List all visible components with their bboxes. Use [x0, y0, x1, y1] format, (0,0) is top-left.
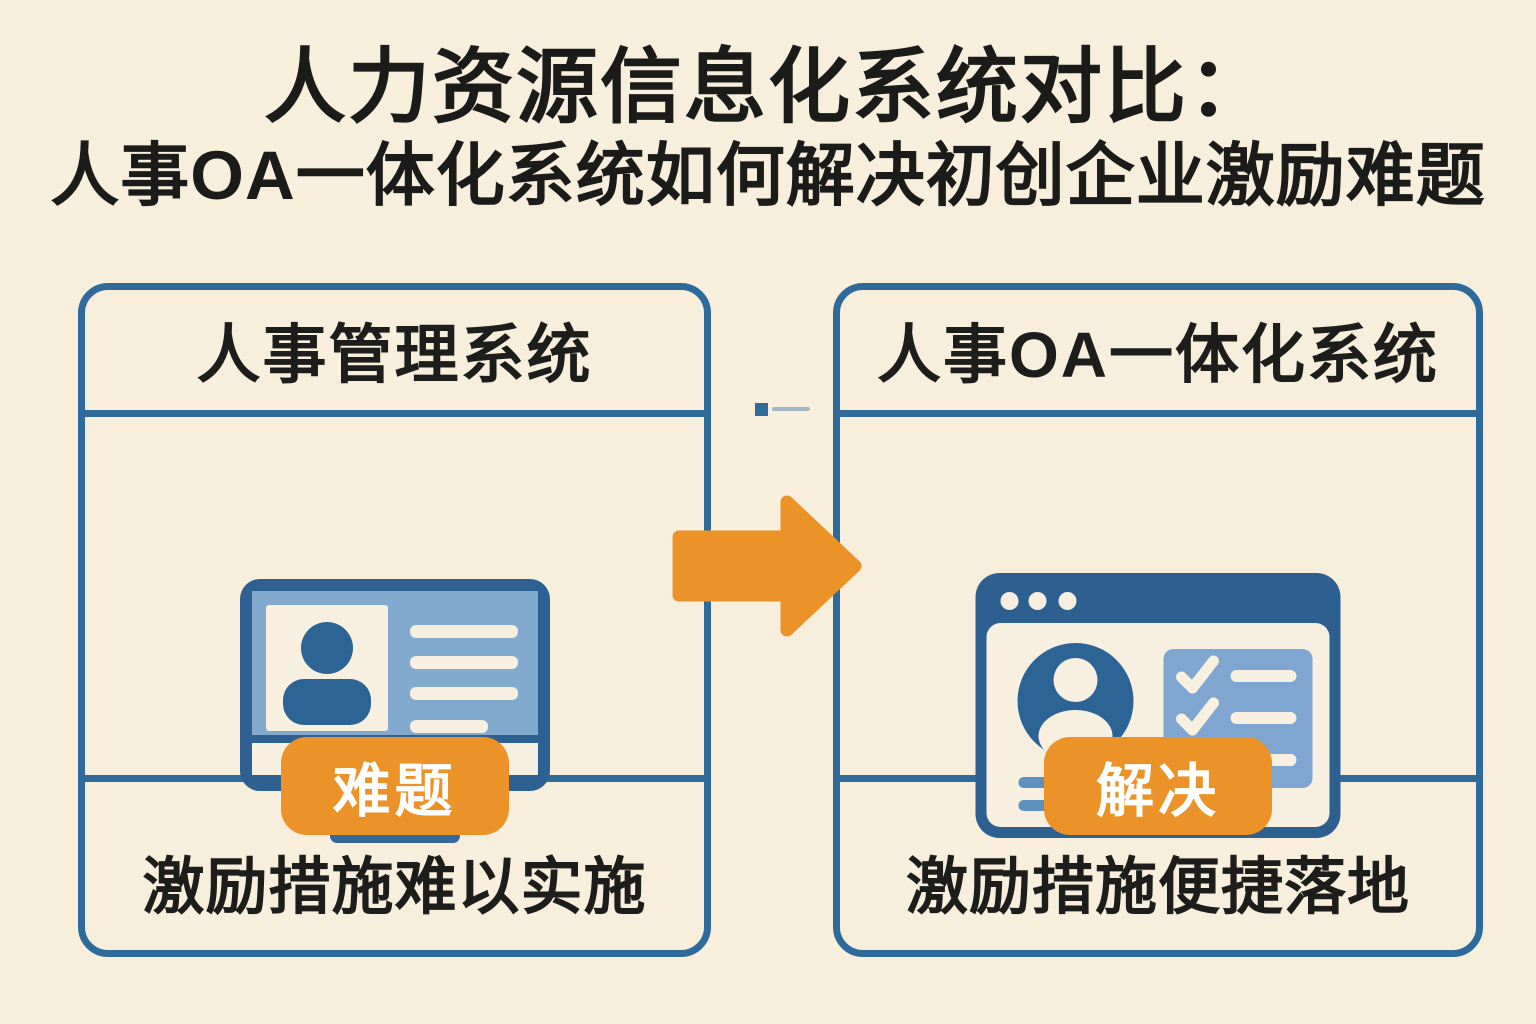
arrow-right-icon: [665, 490, 865, 642]
panel-hr-oa-system-header: 人事OA一体化系统: [840, 290, 1476, 417]
panel-hr-oa-system-title: 人事OA一体化系统: [877, 319, 1439, 391]
panel-hr-system-footer: 激励措施难以实施: [85, 782, 704, 950]
problem-badge-label: 难题: [332, 759, 457, 824]
panel-hr-system: 人事管理系统: [78, 283, 711, 957]
title-line-1: 人力资源信息化系统对比：: [263, 42, 1272, 133]
solution-badge-label: 解决: [1095, 759, 1220, 824]
stray-mark-square: [755, 403, 768, 416]
panel-hr-system-title: 人事管理系统: [196, 319, 593, 391]
panel-hr-system-body: [85, 417, 704, 843]
panel-hr-system-caption: 激励措施难以实施: [142, 853, 647, 922]
problem-badge: 难题: [280, 737, 509, 835]
title-line-2: 人事OA一体化系统如何解决初创企业激励难题: [50, 137, 1486, 215]
solution-badge: 解决: [1044, 737, 1272, 835]
panel-hr-oa-system-caption: 激励措施便捷落地: [905, 853, 1410, 922]
panel-hr-oa-system: 人事OA一体化系统: [833, 283, 1483, 957]
panel-hr-oa-system-body: [840, 417, 1476, 838]
panel-hr-oa-system-footer: 激励措施便捷落地: [840, 782, 1476, 950]
page-title: 人力资源信息化系统对比： 人事OA一体化系统如何解决初创企业激励难题: [0, 38, 1536, 214]
panel-hr-system-header: 人事管理系统: [85, 290, 704, 417]
stray-mark-line: [772, 407, 810, 411]
arrow-right-icon-svg: [672, 495, 862, 637]
